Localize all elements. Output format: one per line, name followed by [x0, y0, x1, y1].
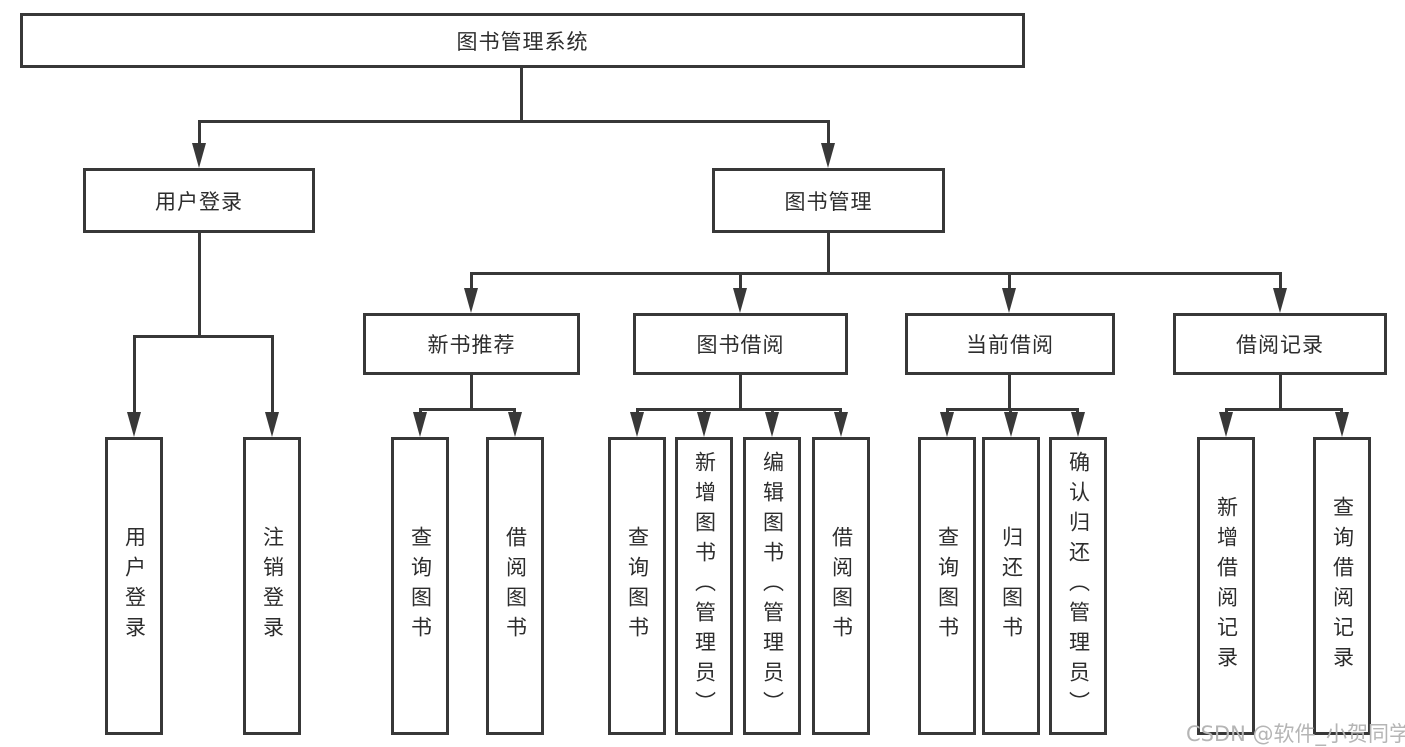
arrow-to-borrow-books-2	[834, 412, 848, 437]
node-borrowing-records-label: 借阅记录	[1236, 333, 1324, 357]
leaf-logout-label: 注销登录	[260, 526, 285, 646]
arrow-to-user-login	[192, 143, 206, 168]
connector-bookmgmt-drop-3	[1008, 272, 1011, 292]
node-book-management: 图书管理	[712, 168, 945, 233]
connector-borrowing-rail	[636, 408, 842, 411]
connector-root-drop-right	[827, 120, 830, 148]
arrow-to-return-books	[1004, 412, 1018, 437]
node-book-management-label: 图书管理	[784, 189, 873, 214]
leaf-query-borrow-record: 查询借阅记录	[1313, 437, 1371, 735]
leaf-query-books-1: 查询图书	[391, 437, 449, 735]
node-root-label: 图书管理系统	[456, 29, 589, 54]
leaf-borrow-books-1: 借阅图书	[486, 437, 544, 735]
connector-bookmgmt-rail	[470, 272, 1282, 275]
arrow-to-leaf-user-login	[127, 412, 141, 437]
arrow-to-book-borrowing	[733, 288, 747, 313]
connector-bookmgmt-drop-2	[739, 272, 742, 292]
leaf-add-books-admin-label: 新增图书（管理员）	[692, 451, 717, 721]
arrow-to-new-book-recommend	[464, 288, 478, 313]
leaf-confirm-return-admin-label: 确认归还（管理员）	[1066, 451, 1091, 721]
leaf-return-books: 归还图书	[982, 437, 1040, 735]
arrow-to-borrow-books-1	[508, 412, 522, 437]
arrow-to-query-borrow-record	[1335, 412, 1349, 437]
leaf-edit-books-admin: 编辑图书（管理员）	[743, 437, 801, 735]
arrow-to-borrowing-records	[1273, 288, 1287, 313]
connector-newbook-rail	[419, 408, 516, 411]
leaf-logout: 注销登录	[243, 437, 301, 735]
connector-root-stem	[520, 68, 523, 120]
leaf-edit-books-admin-label: 编辑图书（管理员）	[760, 451, 785, 721]
node-new-book-recommend-label: 新书推荐	[427, 333, 516, 357]
arrow-to-current-borrowing	[1002, 288, 1016, 313]
leaf-query-books-2: 查询图书	[608, 437, 666, 735]
arrow-to-add-borrow-record	[1219, 412, 1233, 437]
connector-borrowing-stem	[739, 375, 742, 408]
csdn-watermark: CSDN @软件_小贺同学	[1186, 722, 1405, 746]
node-new-book-recommend: 新书推荐	[363, 313, 580, 375]
leaf-borrow-books-2: 借阅图书	[812, 437, 870, 735]
leaf-add-borrow-record-label: 新增借阅记录	[1214, 496, 1239, 676]
leaf-add-borrow-record: 新增借阅记录	[1197, 437, 1255, 735]
node-root: 图书管理系统	[20, 13, 1025, 68]
node-current-borrowing: 当前借阅	[905, 313, 1115, 375]
arrow-to-query-books-1	[413, 412, 427, 437]
connector-records-stem	[1279, 375, 1282, 408]
node-user-login: 用户登录	[83, 168, 315, 233]
leaf-confirm-return-admin: 确认归还（管理员）	[1049, 437, 1107, 735]
leaf-user-login-label: 用户登录	[122, 526, 147, 646]
arrow-to-confirm-return-admin	[1071, 412, 1085, 437]
leaf-query-books-3-label: 查询图书	[935, 526, 960, 646]
connector-current-rail	[946, 408, 1079, 411]
leaf-borrow-books-2-label: 借阅图书	[829, 526, 854, 646]
leaf-query-borrow-record-label: 查询借阅记录	[1330, 496, 1355, 676]
leaf-query-books-1-label: 查询图书	[408, 526, 433, 646]
arrow-to-edit-books-admin	[765, 412, 779, 437]
connector-userlogin-stem	[198, 233, 201, 335]
connector-newbook-stem	[470, 375, 473, 408]
connector-bookmgmt-drop-4	[1279, 272, 1282, 292]
node-user-login-label: 用户登录	[155, 189, 243, 214]
connector-userlogin-drop-1	[133, 335, 136, 413]
connector-root-rail	[198, 120, 830, 123]
node-borrowing-records: 借阅记录	[1173, 313, 1387, 375]
connector-root-drop-left	[198, 120, 201, 148]
node-book-borrowing: 图书借阅	[633, 313, 848, 375]
arrow-to-add-books-admin	[697, 412, 711, 437]
leaf-query-books-2-label: 查询图书	[625, 526, 650, 646]
leaf-query-books-3: 查询图书	[918, 437, 976, 735]
leaf-add-books-admin: 新增图书（管理员）	[675, 437, 733, 735]
leaf-return-books-label: 归还图书	[999, 526, 1024, 646]
connector-bookmgmt-stem	[827, 233, 830, 272]
connector-bookmgmt-drop-1	[470, 272, 473, 292]
node-book-borrowing-label: 图书借阅	[696, 333, 785, 357]
connector-records-rail	[1225, 408, 1343, 411]
arrow-to-query-books-2	[630, 412, 644, 437]
node-current-borrowing-label: 当前借阅	[966, 333, 1054, 357]
arrow-to-query-books-3	[940, 412, 954, 437]
connector-userlogin-drop-2	[271, 335, 274, 413]
leaf-user-login: 用户登录	[105, 437, 163, 735]
connector-userlogin-rail	[133, 335, 274, 338]
connector-current-stem	[1008, 375, 1011, 408]
arrow-to-book-management	[821, 143, 835, 168]
leaf-borrow-books-1-label: 借阅图书	[503, 526, 528, 646]
arrow-to-leaf-logout	[265, 412, 279, 437]
